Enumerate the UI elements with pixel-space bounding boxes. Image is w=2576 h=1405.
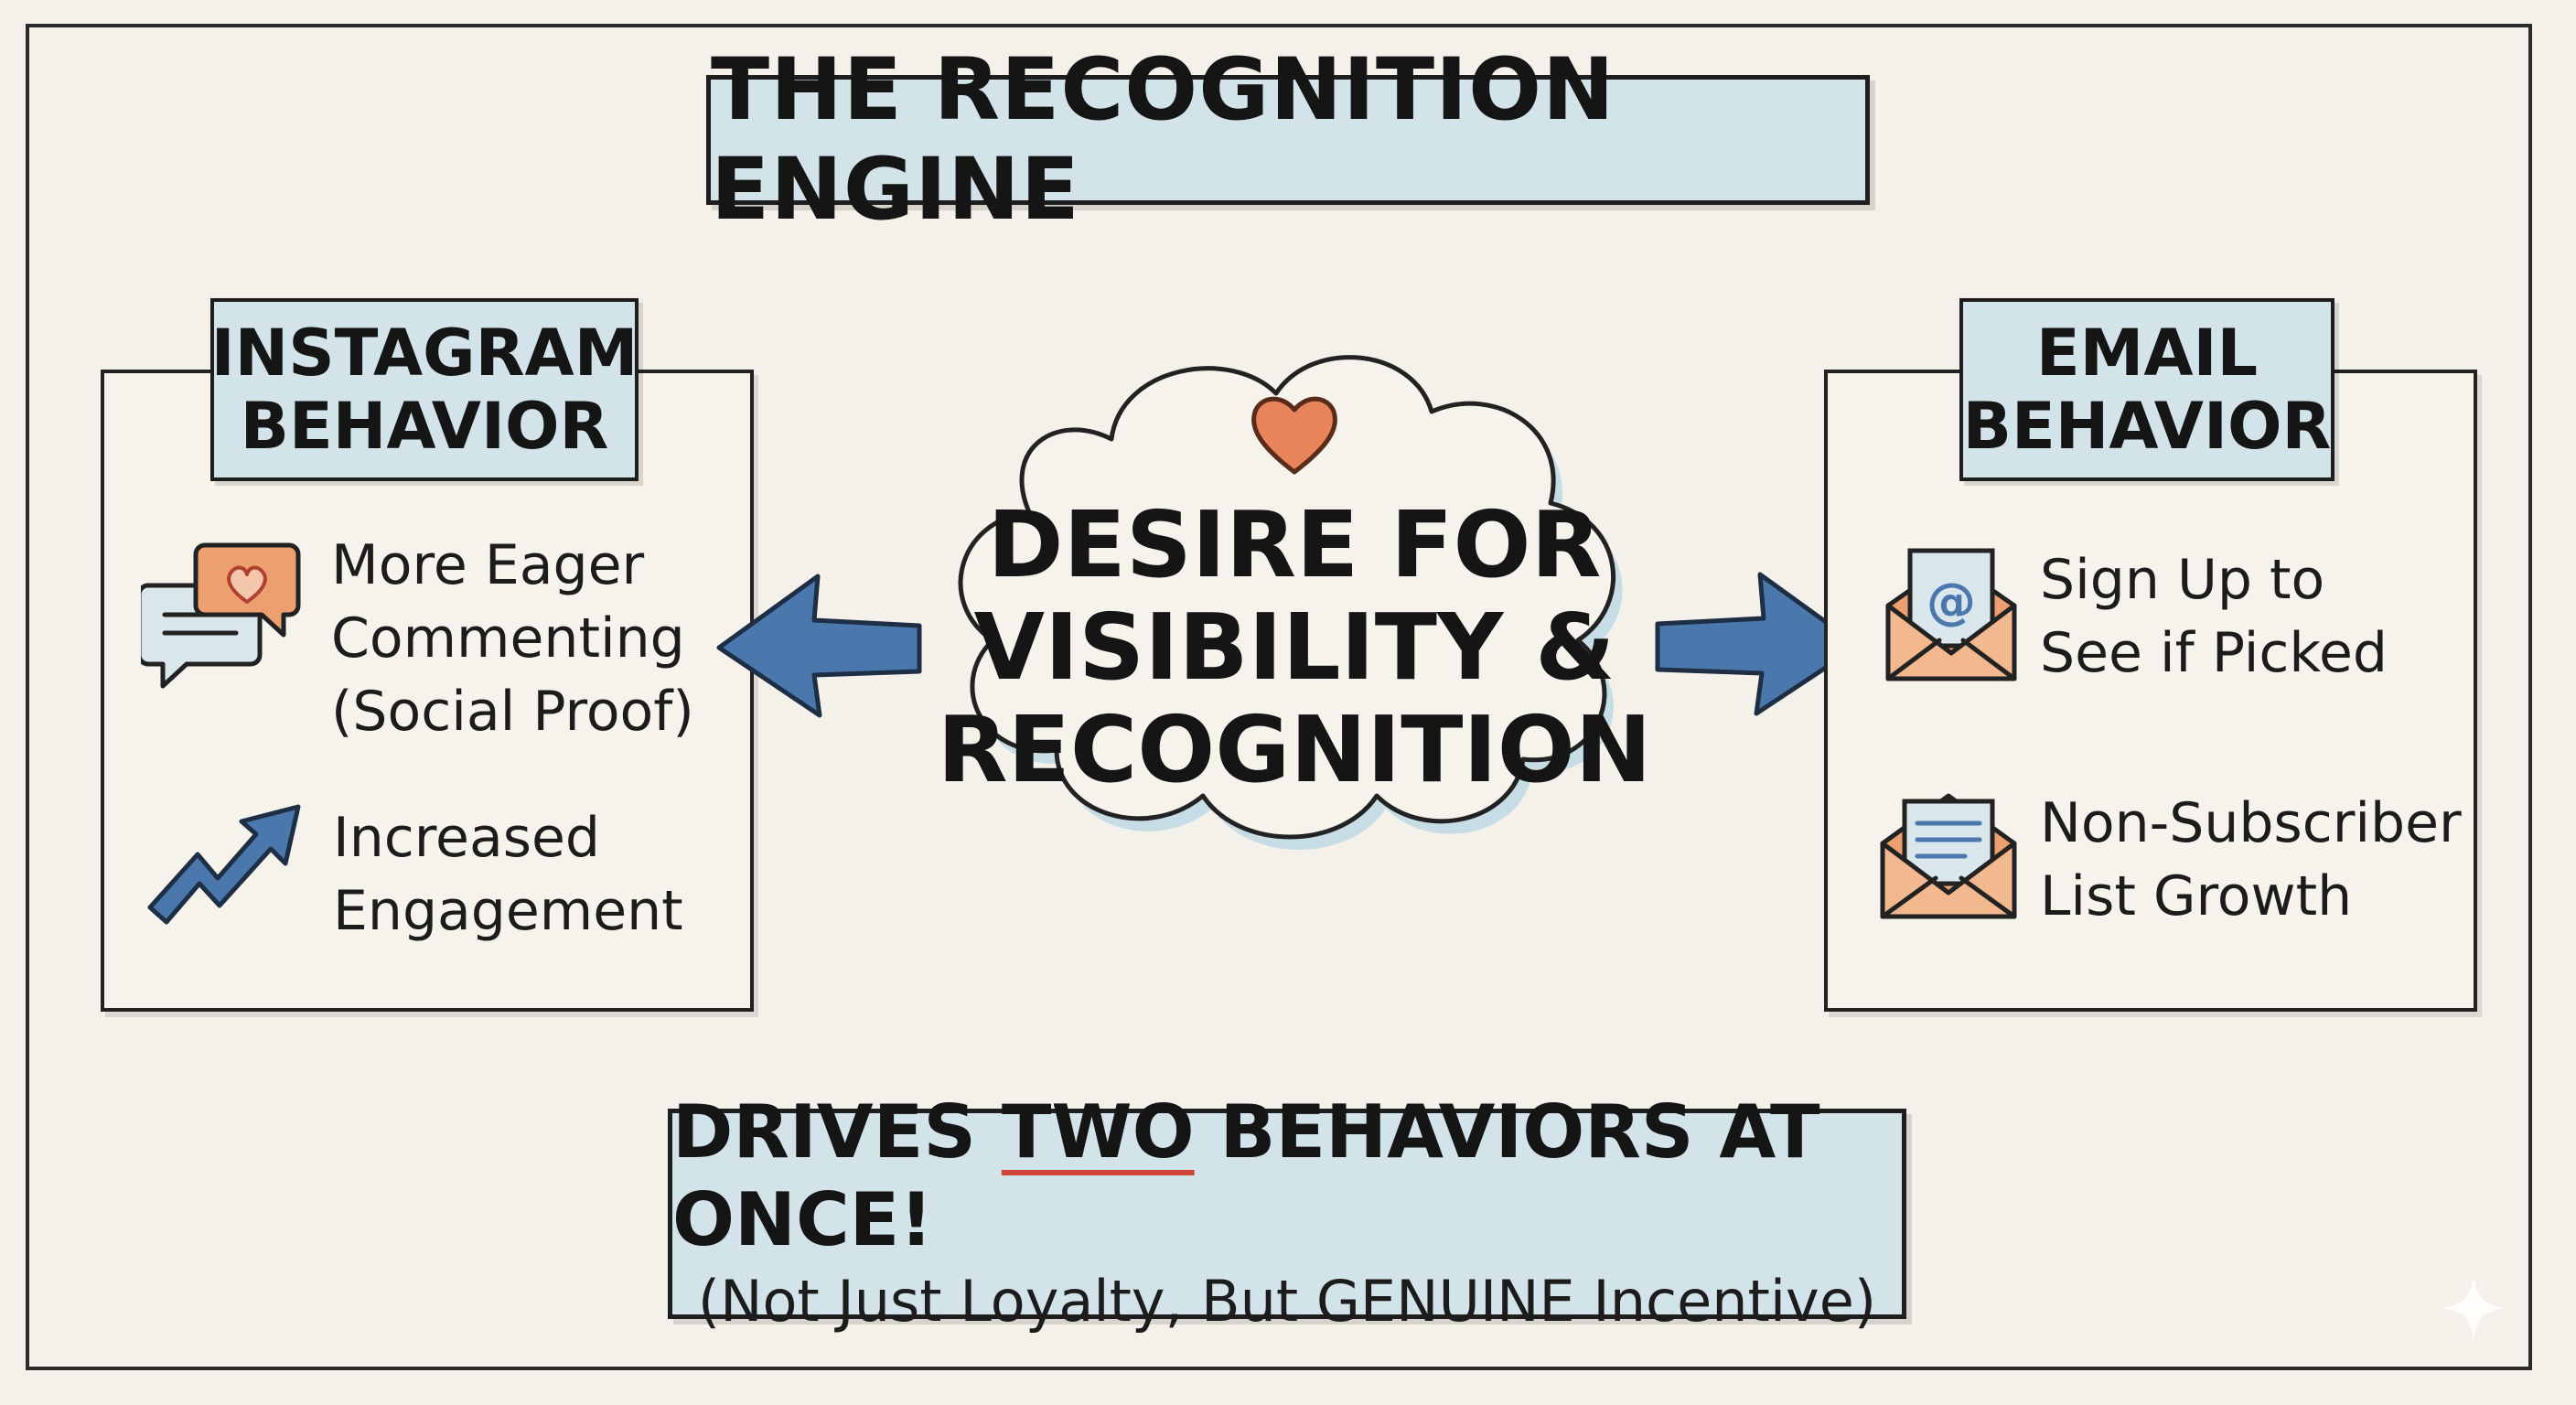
instagram-header-line-2: BEHAVIOR	[240, 389, 609, 464]
email-item-1-line-1: Sign Up to	[2040, 548, 2325, 612]
center-cloud	[958, 355, 1623, 850]
bottom-subline: (Not Just Loyalty, But GENUINE Incentive…	[697, 1268, 1877, 1335]
trend-up-arrow-icon	[147, 804, 301, 925]
envelope-letter-icon	[1880, 793, 2017, 919]
email-item-2-line-1: Non-Subscriber	[2040, 791, 2462, 855]
sparkle-icon	[2441, 1275, 2506, 1341]
instagram-item-2-line-1: Increased	[333, 806, 601, 870]
instagram-item-2: Increased Engagement	[333, 801, 683, 948]
title-box: THE RECOGNITION ENGINE	[706, 40, 1870, 240]
instagram-item-1: More Eager Commenting (Social Proof)	[331, 529, 694, 748]
email-header-line-2: BEHAVIOR	[1962, 389, 2332, 464]
instagram-item-1-line-1: More Eager	[331, 533, 645, 597]
arrow-to-instagram	[716, 574, 922, 718]
bottom-callout: DRIVES TWO BEHAVIORS AT ONCE! (Not Just …	[668, 1089, 1906, 1335]
heart-icon	[1251, 396, 1337, 475]
instagram-item-1-line-3: (Social Proof)	[331, 680, 694, 744]
email-item-1: Sign Up to See if Picked	[2040, 543, 2388, 690]
email-header: EMAIL BEHAVIOR	[1959, 298, 2334, 481]
center-line-1: DESIRE FOR	[987, 491, 1602, 598]
center-line-2: VISIBILITY &	[973, 594, 1615, 701]
arrow-to-email	[1655, 572, 1862, 716]
bottom-headline-after: BEHAVIORS AT ONCE!	[672, 1089, 1820, 1262]
chat-bubbles-heart-icon	[141, 542, 301, 689]
bottom-headline: DRIVES TWO BEHAVIORS AT ONCE!	[672, 1089, 1902, 1264]
center-line-3: RECOGNITION	[937, 696, 1652, 803]
outer-frame	[26, 24, 2532, 1370]
center-text: DESIRE FOR VISIBILITY & RECOGNITION	[938, 491, 1652, 801]
bottom-headline-before: DRIVES	[672, 1089, 1002, 1174]
email-item-2-line-2: List Growth	[2040, 864, 2353, 928]
envelope-at-icon: @	[1885, 548, 2017, 681]
page-title: THE RECOGNITION ENGINE	[711, 40, 1615, 240]
instagram-item-2-line-2: Engagement	[333, 879, 683, 943]
svg-text:@: @	[1927, 573, 1976, 630]
email-item-1-line-2: See if Picked	[2040, 621, 2388, 685]
email-header-line-1: EMAIL	[2035, 316, 2259, 391]
instagram-header: INSTAGRAM BEHAVIOR	[210, 298, 639, 481]
bottom-headline-emphasis: TWO	[1001, 1089, 1195, 1174]
email-item-2: Non-Subscriber List Growth	[2040, 787, 2462, 933]
instagram-item-1-line-2: Commenting	[331, 606, 685, 670]
instagram-header-line-1: INSTAGRAM	[210, 316, 639, 391]
